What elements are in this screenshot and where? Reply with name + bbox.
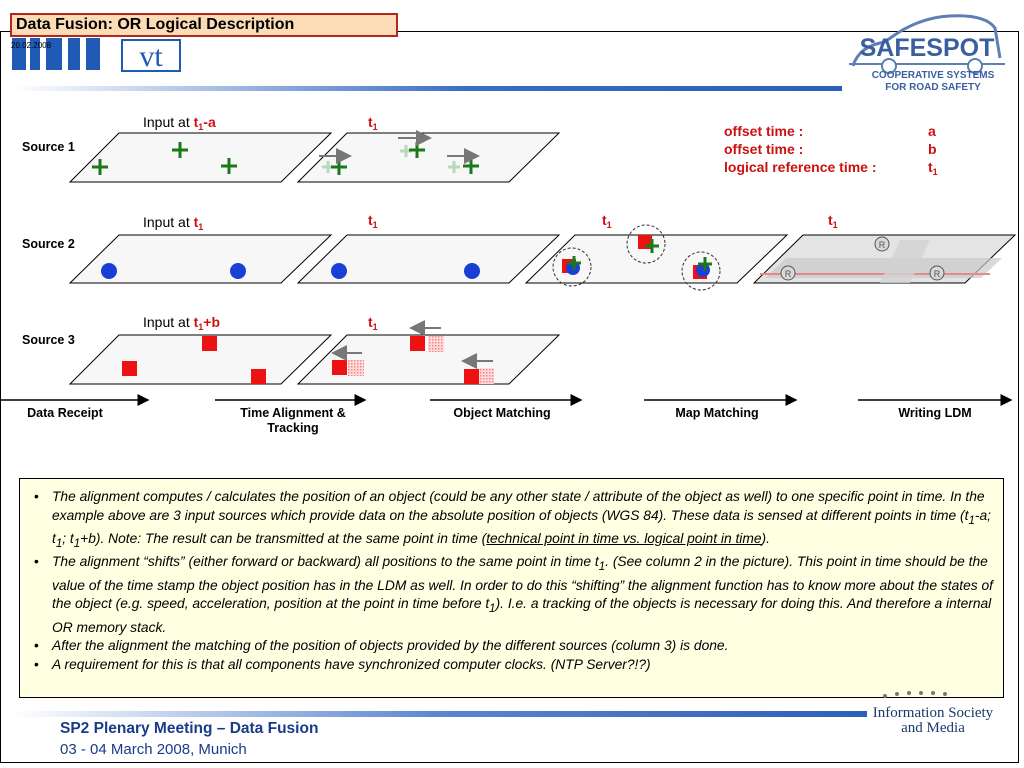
plus-icon [645,239,659,253]
note-item: After the alignment the matching of the … [34,637,993,656]
source3-ghost-markers [348,336,494,384]
fusion-diagram: Source 1 Source 2 Source 3 Input at t1-a… [0,114,1017,435]
plus-icon [448,161,460,173]
source-label: Source 2 [22,237,75,251]
note-item: A requirement for this is that all compo… [34,656,993,675]
legend-label: offset time : [724,123,803,139]
header-rule [12,86,842,91]
footer-date: 03 - 04 March 2008, Munich [60,741,247,758]
road-sign-icon [874,236,890,252]
plane-source2-receipt [68,234,333,284]
plane-source3-receipt [68,334,333,385]
source-label: Source 1 [22,140,75,154]
footer-title: SP2 Plenary Meeting – Data Fusion [60,720,319,737]
plus-icon [698,257,712,271]
legend-value: a [928,123,936,139]
road-sign-icon [780,265,796,281]
svg-text:R: R [785,269,792,279]
plane-source1-alignment [296,132,561,183]
time-label: t1 [828,212,838,230]
plus-icon [92,159,108,175]
square-marker-icon [348,360,364,376]
slide-date: 20.02.2008 [11,41,52,50]
plane-source1-receipt [68,132,333,183]
stage-label: Writing LDM [898,406,971,420]
stage-label: Data Receipt [27,406,104,420]
plus-icon [567,256,581,270]
source3-aligned-markers [332,336,479,384]
stage-label: Tracking [267,421,318,435]
ec-logo: Information Society and Media [873,691,994,736]
tum-logo: vt [12,38,181,73]
ec-logo-line1: Information Society [873,705,994,721]
input-label: Input at t1-a [143,114,216,132]
source3-markers [122,336,266,384]
safespot-logo: SAFESPOT COOPERATIVE SYSTEMS FOR ROAD SA… [849,14,1005,93]
stage-label: Object Matching [453,406,550,420]
circle-marker-icon [331,263,347,279]
square-marker-icon [478,368,494,384]
plane-object-matching [524,234,789,284]
legend-label: offset time : [724,141,803,157]
input-label: Input at t1+b [143,314,220,332]
legend-value: b [928,141,937,157]
time-label: t1 [368,212,378,230]
note-item: The alignment “shifts” (either forward o… [34,553,993,637]
legend-value: t1 [928,159,938,177]
source1-markers [92,142,237,175]
stage-label: Map Matching [675,406,758,420]
source-label: Source 3 [22,333,75,347]
legend-label: logical reference time : [724,159,877,175]
match-cluster [552,247,592,287]
square-marker-icon [428,336,444,352]
road-sign-icon [929,265,945,281]
time-label: t1 [368,114,378,132]
square-marker-icon [332,360,347,375]
safespot-line1: COOPERATIVE SYSTEMS [872,70,995,81]
match-cluster [626,224,666,264]
input-label: Input at t1 [143,214,203,232]
source2-markers [101,263,480,279]
road-map: R R R [760,236,1002,283]
slide-frame [0,31,1019,763]
time-label: t1 [602,212,612,230]
stage-label: Time Alignment & [240,406,346,420]
tum-logo-text: vt [139,40,163,73]
ec-logo-line2: and Media [901,720,965,736]
note-item: The alignment computes / calculates the … [34,488,993,553]
square-marker-icon [251,369,266,384]
plus-icon [172,142,188,158]
square-marker-icon [410,336,425,351]
circle-marker-icon [101,263,117,279]
square-marker-icon [464,369,479,384]
time-label: t1 [368,314,378,332]
note-link[interactable]: technical point in time vs. logical poin… [486,530,762,546]
legend: offset time : a offset time : b logical … [724,123,938,177]
safespot-name: SAFESPOT [860,34,995,62]
notes-box: The alignment computes / calculates the … [19,478,1004,698]
plane-source2-alignment [296,234,561,284]
plus-icon [221,158,237,174]
svg-text:R: R [879,240,886,250]
footer-rule [12,711,867,717]
circle-marker-icon [464,263,480,279]
matched-objects [552,224,721,291]
safespot-line2: FOR ROAD SAFETY [885,82,981,93]
slide-title: Data Fusion: OR Logical Description [10,13,398,37]
square-marker-icon [202,336,217,351]
square-marker-icon [122,361,137,376]
circle-marker-icon [230,263,246,279]
svg-text:R: R [934,269,941,279]
match-cluster [681,251,721,291]
